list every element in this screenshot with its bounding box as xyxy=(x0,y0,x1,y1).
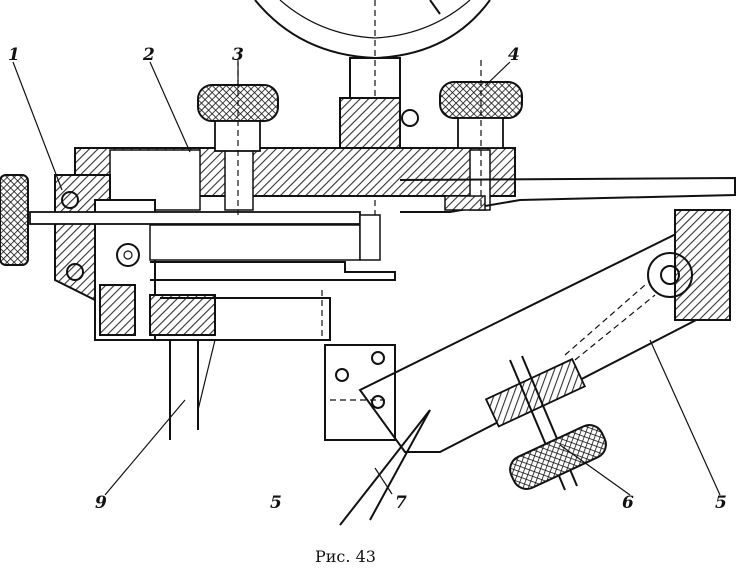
lower-frame xyxy=(155,290,396,441)
shaft xyxy=(29,211,396,281)
label-4: 4 xyxy=(508,45,520,65)
label-1: 1 xyxy=(8,45,20,65)
lever-5 xyxy=(339,209,731,526)
screw-icon xyxy=(371,351,385,365)
label-3: 3 xyxy=(232,45,244,65)
label-6: 6 xyxy=(622,493,634,513)
screw-icon xyxy=(401,109,419,127)
label-5-right: 5 xyxy=(715,493,727,513)
label-7: 7 xyxy=(395,493,407,513)
part-labels: 1 2 3 4 9 5 7 6 5 xyxy=(8,45,727,513)
leader-lines xyxy=(12,61,721,496)
label-2: 2 xyxy=(142,45,155,65)
knurled-knob-icon[interactable] xyxy=(506,420,611,493)
knurled-knob-icon[interactable] xyxy=(0,174,29,266)
knob-4[interactable] xyxy=(401,60,523,210)
knob-6[interactable] xyxy=(484,355,611,494)
label-9: 9 xyxy=(95,493,107,513)
left-knob[interactable] xyxy=(0,174,84,281)
figure-caption: Рис. 43 xyxy=(315,547,376,566)
screw-icon xyxy=(61,191,79,209)
main-body xyxy=(74,97,736,213)
label-5-left: 5 xyxy=(270,493,282,513)
pivot-icon xyxy=(647,252,693,298)
